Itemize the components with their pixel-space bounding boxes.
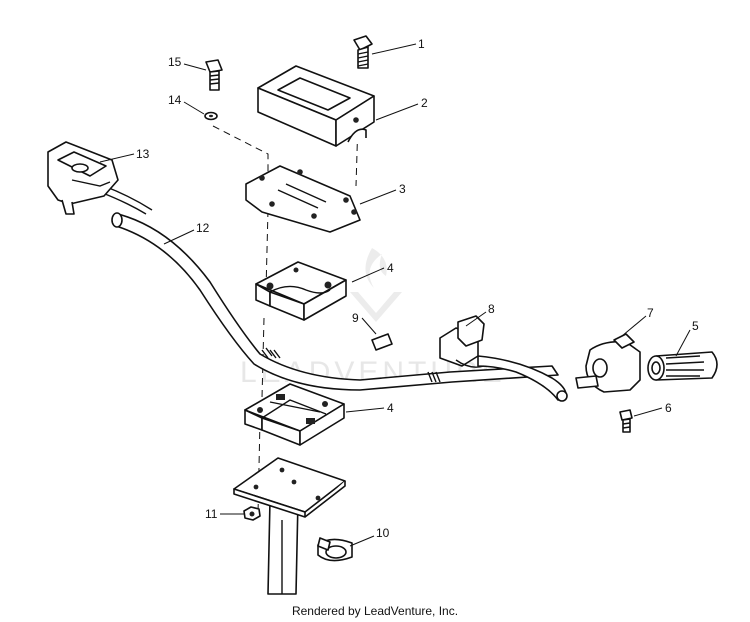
callout-15: 15 [168,55,182,69]
callout-5: 5 [692,319,699,333]
throttle-control-part-13 [47,141,119,215]
pad-part-2 [257,65,375,147]
nut-part-11 [243,506,261,521]
clip-part-9 [371,333,393,351]
grip-part-5 [647,351,718,381]
callout-4-upper: 4 [387,261,394,275]
handlebar-part-12 [111,212,559,391]
footer-credit: Rendered by LeadVenture, Inc. [291,604,459,618]
callout-8: 8 [488,302,495,316]
lower-clamp-part-4 [244,383,345,446]
callout-14: 14 [168,93,182,107]
leader-lines [99,43,691,547]
callout-13: 13 [136,147,150,161]
callout-9: 9 [352,311,359,325]
callout-2: 2 [421,96,428,110]
callout-4-lower: 4 [387,401,394,415]
washer-part-14 [204,111,218,121]
throttle-housing-part-7 [575,333,641,393]
bolt-part-15 [205,59,223,91]
callout-10: 10 [376,526,390,540]
callout-11: 11 [205,507,218,521]
clamp-part-10 [317,537,353,562]
callout-6: 6 [665,401,672,415]
callout-12: 12 [196,221,210,235]
upper-clamp-part-4 [255,261,347,321]
callout-labels: 1 2 3 4 4 5 6 7 8 9 10 11 12 13 14 15 [136,37,699,540]
callout-3: 3 [399,182,406,196]
callout-1: 1 [418,37,425,51]
screw-part-6 [619,409,633,433]
brake-lever-part-8 [439,315,568,402]
pad-plate-part-3 [245,165,361,233]
bolt-part-1 [353,35,373,69]
callout-7: 7 [647,306,654,320]
mount-plate [233,457,346,518]
